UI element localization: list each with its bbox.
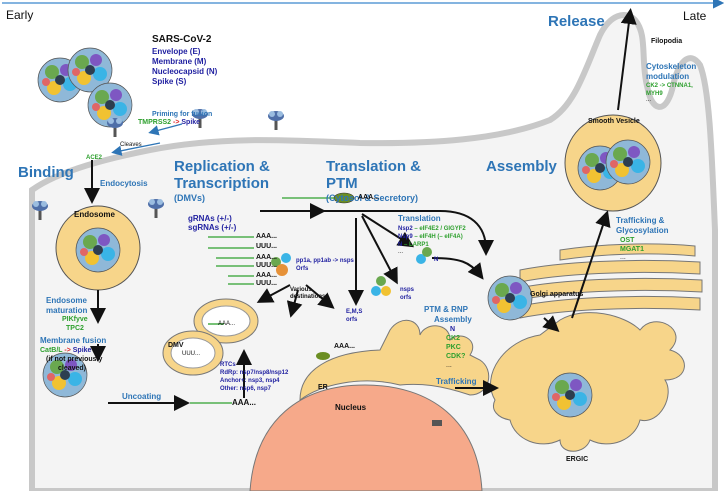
dmv-label: DMV [168,342,184,349]
nucleus-label: Nucleus [335,403,367,412]
golgi-apparatus [517,243,703,319]
dmv-aaa: AAA... [218,321,236,327]
timeline-early: Early [6,8,34,22]
membrane-fusion-label: Membrane fusion [40,336,107,345]
endocytosis-label: Endocytosis [100,179,148,188]
pp-label: pp1a, pp1ab -> nsps [296,258,354,264]
ace2-label: ACE2 [86,155,103,161]
nsp9-line: Nsp9 – eIF4H (– eIF4A) [398,234,463,240]
rdrp-label: RdRp: nsp7/nsp8/nsp12 [220,370,289,376]
ptm-rnp-line1: PTM & RNP [424,305,468,314]
rna-row-label: UUU... [256,243,277,250]
endoplasmic-reticulum [299,320,490,401]
maturation-line2: maturation [46,306,88,315]
cytoskeleton-line2: modulation [646,72,690,81]
rna-row-label: AAA... [256,254,277,261]
tpc2-label: TPC2 [66,325,84,332]
stage-binding: Binding [18,164,74,181]
golgi-label: Golgi apparatus [530,291,584,298]
rna-row-label: AAA... [256,233,277,240]
stage-release: Release [548,13,605,30]
rna-row-label: AAA... [256,272,277,279]
myh9-label: MYH9 [646,91,663,97]
rna-row-label: UUU... [256,280,277,287]
orfs-label: Orfs [296,266,309,272]
nsps-label: nsps [400,287,415,293]
kinase-item: N [450,326,456,333]
stage-assembly: Assembly [486,158,557,175]
rtcs-label: RTCs [220,362,236,368]
stage-translation-line2: PTM [326,175,358,192]
virion-nucleocapsid: Nucleocapsid (N) [152,67,218,76]
ptm-rnp-line2: Assembly [434,315,472,324]
fusion-note-line2: cleaved) [58,365,87,372]
sgrnas-label: sgRNAs (+/-) [188,223,237,232]
kinase-item: ... [446,362,452,369]
uncoated-rna-tail: AAA... [232,398,256,407]
cathepsin-line: CatB/L -> Spike [40,347,92,354]
virion-envelope: Envelope (E) [152,47,201,56]
kinase-item: CDK? [446,353,466,360]
dmv-uuu: UUU... [182,351,200,357]
filopodia-label: Filopodia [651,38,683,45]
orfs-translated-label: orfs [400,295,412,301]
pikfyve-label: PIKfyve [62,316,88,323]
priming-label: Priming for fusion [152,111,213,118]
ck2-ctnna1-label: CK2 -> CTNNA1, [646,83,693,89]
ergic-label: ERGIC [566,456,589,463]
n-protein-label: N [434,257,439,263]
virion-title: SARS-CoV-2 [152,34,212,45]
kinase-item: CK2 [446,335,461,342]
mgat1-label: MGAT1 [620,246,644,253]
stage-translation-line1: Translation & [326,158,422,175]
stage-replication-sub: (DMVs) [174,193,205,203]
grnas-label: gRNAs (+/-) [188,214,232,223]
endosome-label: Endosome [74,210,115,219]
nucleus [249,384,483,491]
cyto-dots: ... [646,97,652,103]
cytoskeleton-line1: Cytoskeleton [646,62,697,71]
other-nsps-label: Other: nsp6, nsp7 [220,386,272,392]
nsp2-line: Nsp2 – eIF4E2 / GIGYF2 [398,226,466,232]
virion-membrane: Membrane (M) [152,57,207,66]
destinations-label: destinations [290,294,326,300]
virion-spike: Spike (S) [152,77,187,86]
timeline-late: Late [683,9,707,23]
glycosylation-line1: Trafficking & [616,216,665,225]
n-larp1-line: N – LARP1 [398,242,429,248]
translation-aaa: AAA... [358,194,379,201]
er-aaa: AAA... [334,343,355,350]
various-label: Various [290,287,312,293]
smooth-vesicle-label: Smooth Vesicle [588,118,640,125]
trafficking-label: Trafficking [436,377,477,386]
ems-orfs-label: orfs [346,317,358,323]
tmprss2-line: TMPRSS2 -> Spike [138,119,201,126]
ost-label: OST [620,237,635,244]
translation-dots: ... [398,249,404,255]
maturation-line1: Endosome [46,296,87,305]
ems-label: E,M,S [346,309,363,315]
stage-translation-sub: (Cytosol & Secretory) [326,193,419,203]
kinase-item: PKC [446,344,461,351]
uncoating-label: Uncoating [122,392,162,401]
fusion-note-line1: (if not previously [46,356,103,363]
rna-row-label: UUU... [256,262,277,269]
er-label: ER [318,384,328,391]
cleaves-label: Cleaves [120,142,142,148]
translation-title: Translation [398,214,441,223]
anchor-label: Anchor+: nsp3, nsp4 [220,378,280,384]
glycosylation-line2: Glycosylation [616,226,669,235]
stage-replication-line1: Replication & [174,158,270,175]
glyco-dots: ... [620,254,626,261]
stage-replication-line2: Transcription [174,175,270,192]
priming-arrow [148,123,183,136]
cleaves-arrow [111,142,161,156]
